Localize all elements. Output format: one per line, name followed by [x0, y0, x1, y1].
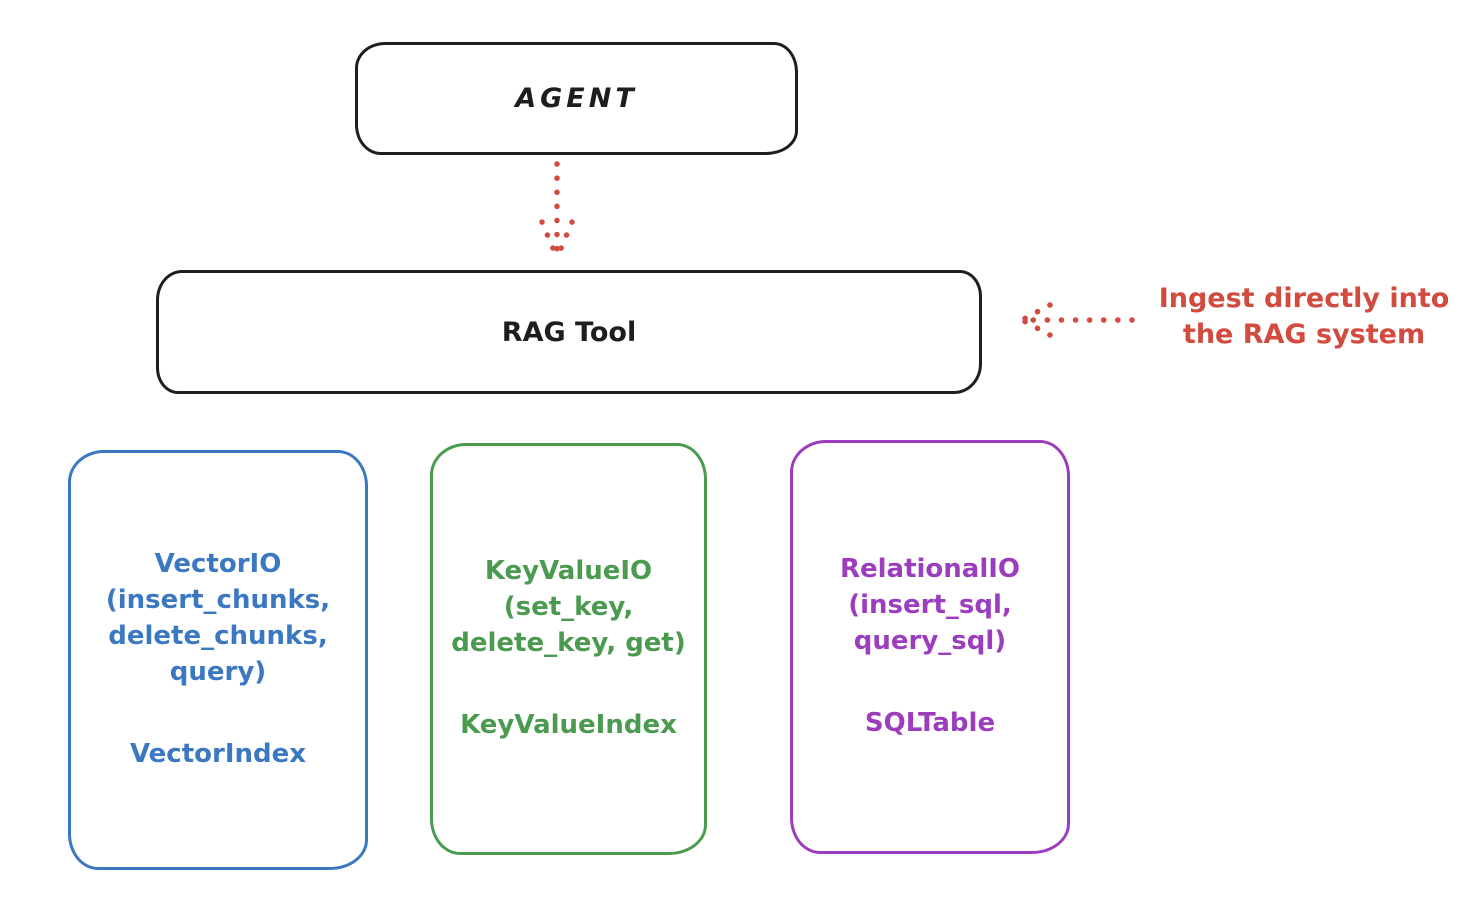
rag-tool-label: RAG Tool — [501, 316, 637, 348]
card-relational-io: RelationalIO (insert_sql, query_sql) SQL… — [790, 440, 1070, 854]
keyvalue-index-label: KeyValueIndex — [460, 709, 677, 740]
dotted-arrow-down-icon — [539, 161, 575, 261]
vector-index-label: VectorIndex — [129, 738, 307, 769]
card-vector-io: VectorIO (insert_chunks, delete_chunks, … — [68, 450, 368, 870]
annotation-ingest-note: Ingest directly into the RAG system — [1158, 283, 1450, 350]
card-keyvalue-io: KeyValueIO (set_key, delete_key, get) Ke… — [430, 443, 707, 855]
sql-table-label: SQLTable — [864, 707, 996, 738]
vector-io-label: VectorIO (insert_chunks, delete_chunks, … — [105, 549, 331, 687]
agent-box: AGENT — [355, 42, 798, 155]
keyvalue-io-label: KeyValueIO (set_key, delete_key, get) — [451, 556, 686, 658]
relational-io-label: RelationalIO (insert_sql, query_sql) — [839, 554, 1021, 656]
dotted-arrow-left-icon — [1019, 302, 1135, 338]
rag-tool-box: RAG Tool — [156, 270, 982, 394]
agent-label: AGENT — [515, 83, 638, 114]
